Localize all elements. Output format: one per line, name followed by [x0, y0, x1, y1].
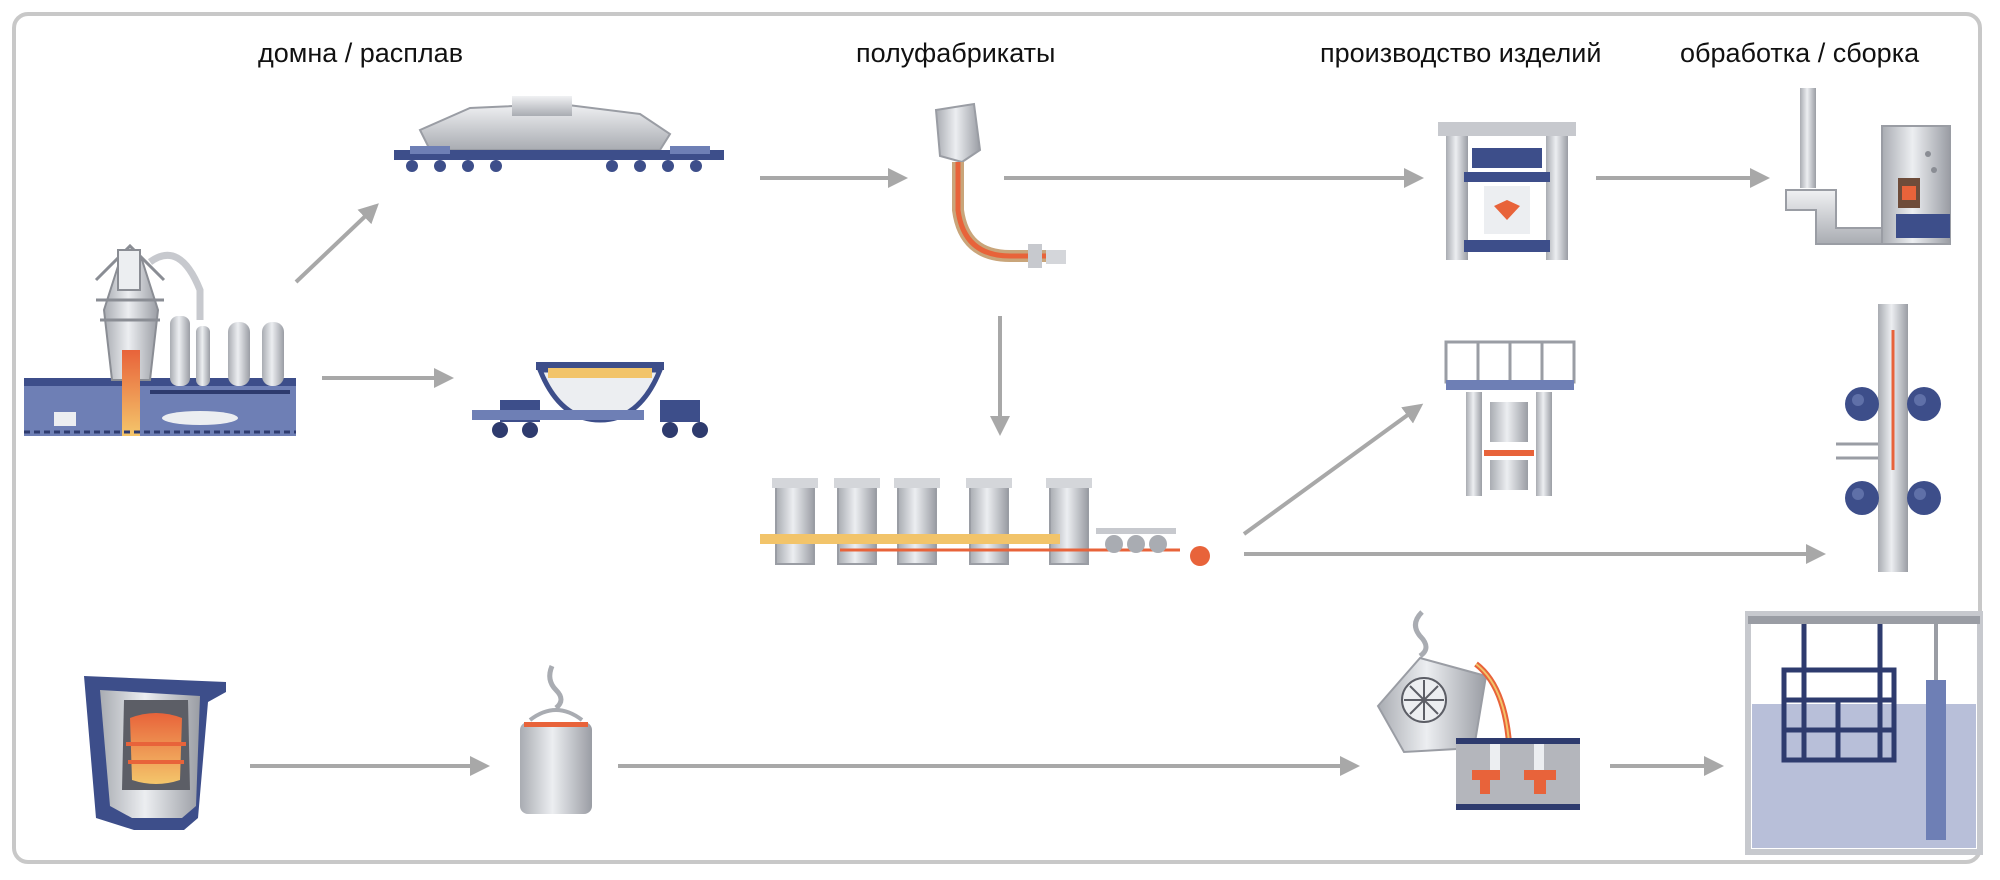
title-smelting: домна / расплав	[258, 38, 464, 68]
induction-furnace-icon	[84, 676, 226, 830]
crane-ladle-icon	[520, 665, 592, 814]
tube-rolling-stand-icon	[1836, 304, 1941, 572]
casting-mold-icon	[1376, 610, 1580, 810]
title-processing: обработка / сборка	[1680, 38, 1920, 68]
heat-treatment-bath-icon	[1745, 611, 1983, 855]
ladle-car-icon	[472, 362, 708, 438]
forging-press-icon	[1438, 122, 1576, 260]
machining-center-icon	[1785, 88, 1951, 245]
hydraulic-press-icon	[1444, 340, 1576, 496]
arrow-furnace-torpedo	[294, 203, 379, 284]
title-production: производство изделий	[1320, 38, 1602, 68]
torpedo-car-icon	[394, 96, 724, 172]
blast-furnace-icon	[24, 243, 296, 436]
rolling-mill-icon	[760, 478, 1210, 566]
arrow-mill-press	[1242, 403, 1424, 536]
continuous-caster-icon	[934, 102, 1066, 268]
title-semi-finished: полуфабрикаты	[856, 38, 1056, 68]
diagram-frame	[12, 12, 1982, 864]
